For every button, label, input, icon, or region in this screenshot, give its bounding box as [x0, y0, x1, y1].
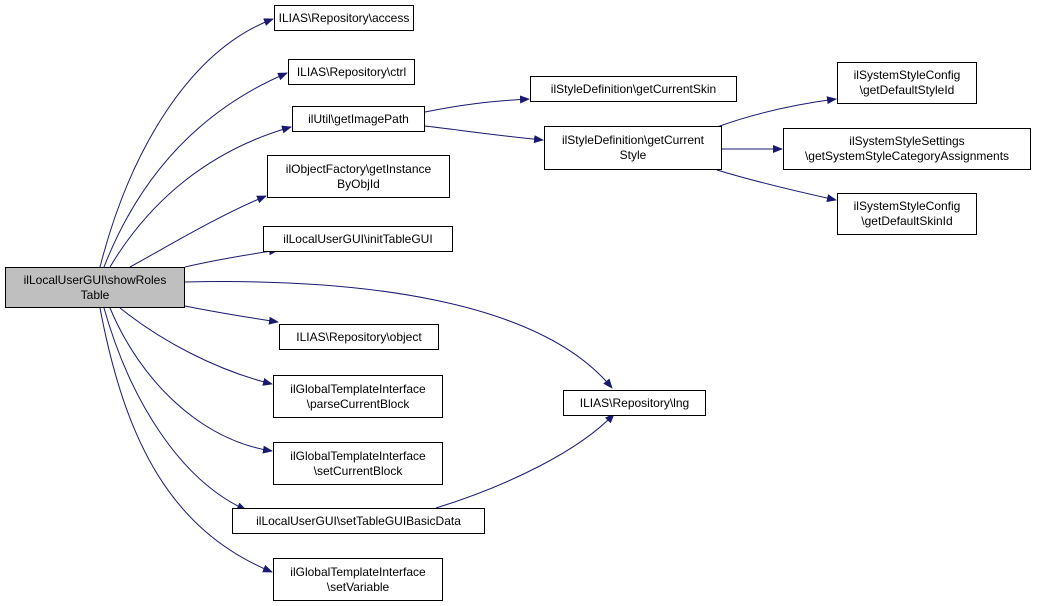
node-getCurrentSkin[interactable]: ilStyleDefinition\getCurrentSkin: [530, 76, 737, 102]
node-initTableGUI[interactable]: ilLocalUserGUI\initTableGUI: [263, 226, 453, 252]
edge-getCurrentStyle-to-getDefaultStyleId: [716, 96, 837, 128]
node-getImagePath[interactable]: ilUtil\getImagePath: [292, 106, 425, 132]
edge-root-to-setTableGUIBasicData: [103, 307, 247, 511]
edge-root-to-ctrl: [103, 72, 288, 268]
edge-root-to-setVariable: [99, 307, 273, 573]
node-getSystemStyleCategoryAssignments[interactable]: ilSystemStyleSettings \getSystemStyleCat…: [783, 128, 1031, 170]
node-setTableGUIBasicData[interactable]: ilLocalUserGUI\setTableGUIBasicData: [232, 508, 485, 534]
node-getInstanceByObjId[interactable]: ilObjectFactory\getInstance ByObjId: [267, 155, 450, 198]
edge-root-to-access: [99, 18, 274, 268]
node-getDefaultStyleId[interactable]: ilSystemStyleConfig \getDefaultStyleId: [837, 62, 977, 104]
node-repository-ctrl[interactable]: ILIAS\Repository\ctrl: [288, 59, 415, 85]
node-getCurrentStyle[interactable]: ilStyleDefinition\getCurrent Style: [544, 126, 722, 170]
edge-root-to-object: [184, 305, 279, 325]
edge-root-to-lng: [184, 281, 613, 389]
edge-root-to-getImagePath: [109, 125, 292, 268]
edge-root-to-initTableGUI: [184, 247, 279, 268]
edge-root-to-setCurrentBlock: [109, 307, 273, 454]
node-showRolesTable[interactable]: ilLocalUserGUI\showRoles Table: [5, 267, 185, 308]
node-repository-object[interactable]: ILIAS\Repository\object: [279, 324, 439, 350]
edge-root-to-parseCurrentBlock: [119, 307, 273, 386]
edge-root-to-getInstanceByObjId: [129, 195, 267, 268]
node-getDefaultSkinId[interactable]: ilSystemStyleConfig \getDefaultSkinId: [837, 193, 977, 235]
node-repository-lng[interactable]: ILIAS\Repository\lng: [563, 390, 706, 416]
node-setCurrentBlock[interactable]: ilGlobalTemplateInterface \setCurrentBlo…: [273, 442, 443, 485]
edge-setTableGUIBasicData-to-lng: [435, 413, 615, 509]
node-setVariable[interactable]: ilGlobalTemplateInterface \setVariable: [273, 558, 443, 601]
edge-getImagePath-to-getCurrentStyle: [424, 125, 544, 144]
node-repository-access[interactable]: ILIAS\Repository\access: [274, 5, 414, 31]
node-parseCurrentBlock[interactable]: ilGlobalTemplateInterface \parseCurrentB…: [273, 375, 443, 418]
edge-getCurrentStyle-to-getDefaultSkinId: [716, 169, 837, 202]
edge-getImagePath-to-getCurrentSkin: [424, 95, 530, 113]
